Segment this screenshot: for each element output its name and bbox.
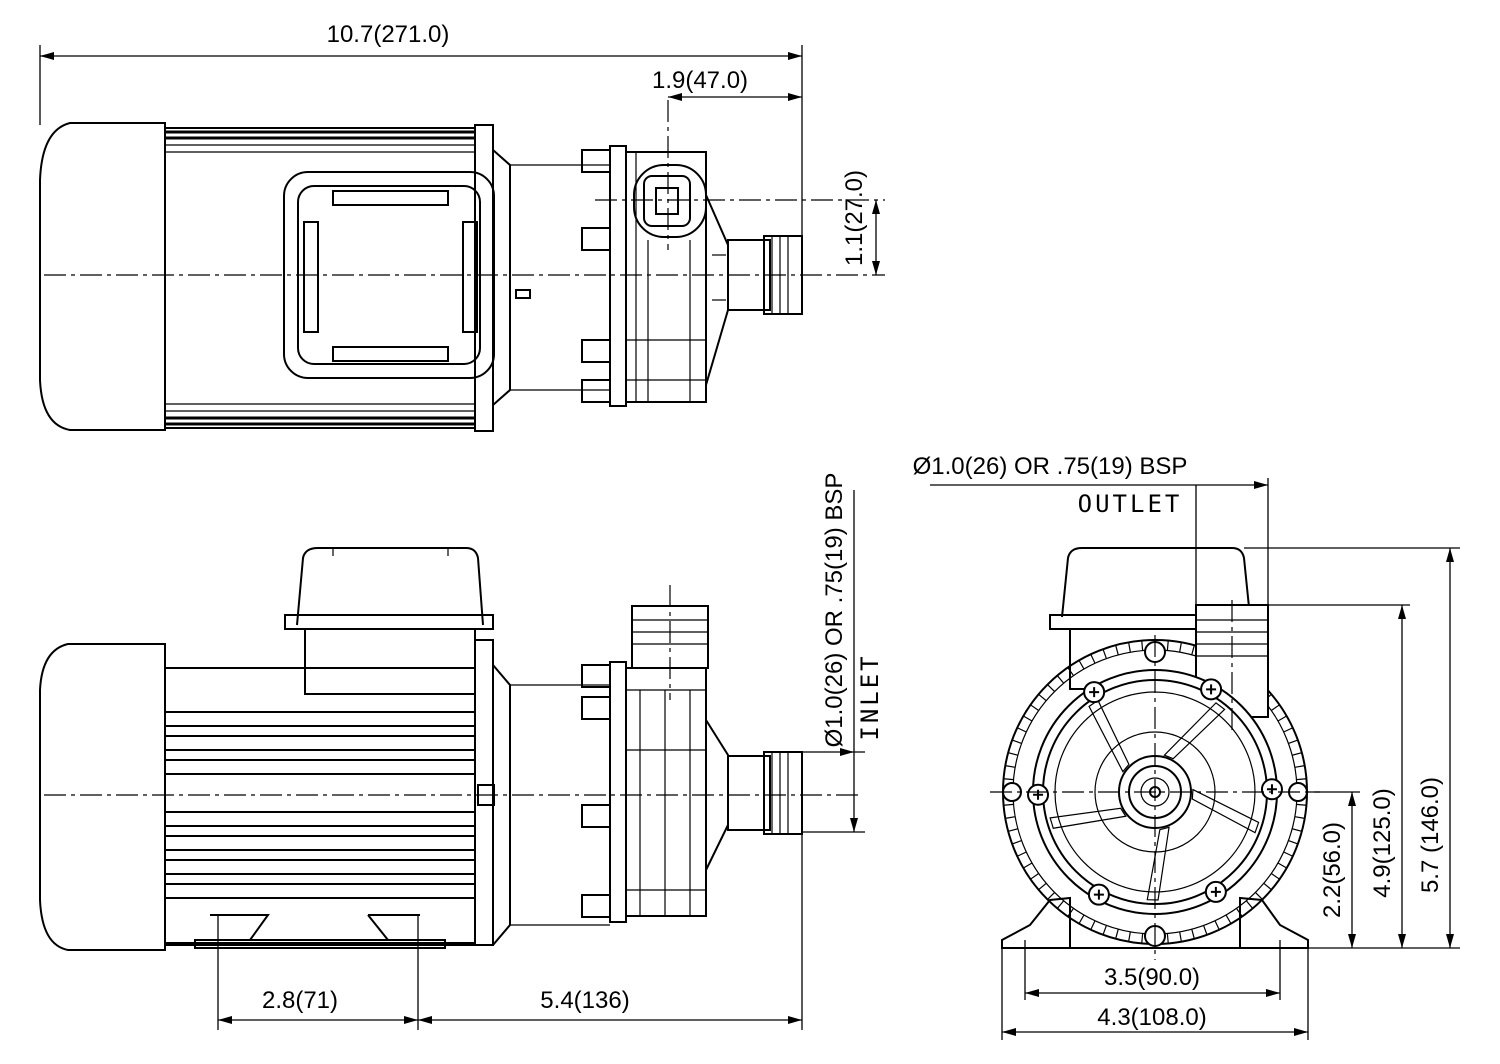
outlet-offset-height-label: 1.1(27.0): [841, 170, 868, 266]
top-view: [39, 100, 885, 432]
outlet-size-label: Ø1.0(26) OR .75(19) BSP: [913, 453, 1188, 480]
outlet-label: OUTLET: [1078, 490, 1183, 518]
inlet-size-label: Ø1.0(26) OR .75(19) BSP: [821, 473, 848, 748]
foot-hole-spacing-front-label: 3.5(90.0): [1104, 964, 1200, 991]
overall-height-label: 5.7 (146.0): [1417, 777, 1444, 893]
front-dimensions: Ø1.0(26) OR .75(19) BSP OUTLET 2.2(56.0)…: [913, 453, 1460, 1040]
outlet-offset-length-label: 1.9(47.0): [652, 67, 748, 94]
overall-length-label: 10.7(271.0): [327, 21, 450, 48]
outlet-height-label: 4.9(125.0): [1369, 788, 1396, 897]
front-ribs: [1003, 640, 1307, 944]
inlet-label: INLET: [856, 653, 884, 740]
foot-to-inlet-label: 5.4(136): [540, 987, 629, 1014]
shaft-height-label: 2.2(56.0): [1319, 822, 1346, 918]
motor-fins-side: [164, 711, 476, 899]
front-view: [990, 547, 1320, 960]
side-dimensions: 2.8(71) 5.4(136) Ø1.0(26) OR .75(19) BSP…: [217, 473, 884, 1030]
side-view: [39, 547, 860, 951]
top-dimensions: 10.7(271.0) 1.9(47.0) 1.1(27.0): [39, 21, 880, 275]
base-width-label: 4.3(108.0): [1097, 1004, 1206, 1031]
motor-fins-top: [165, 130, 475, 426]
flange-screws: [1027, 678, 1283, 906]
foot-hole-spacing-side-label: 2.8(71): [262, 987, 338, 1014]
